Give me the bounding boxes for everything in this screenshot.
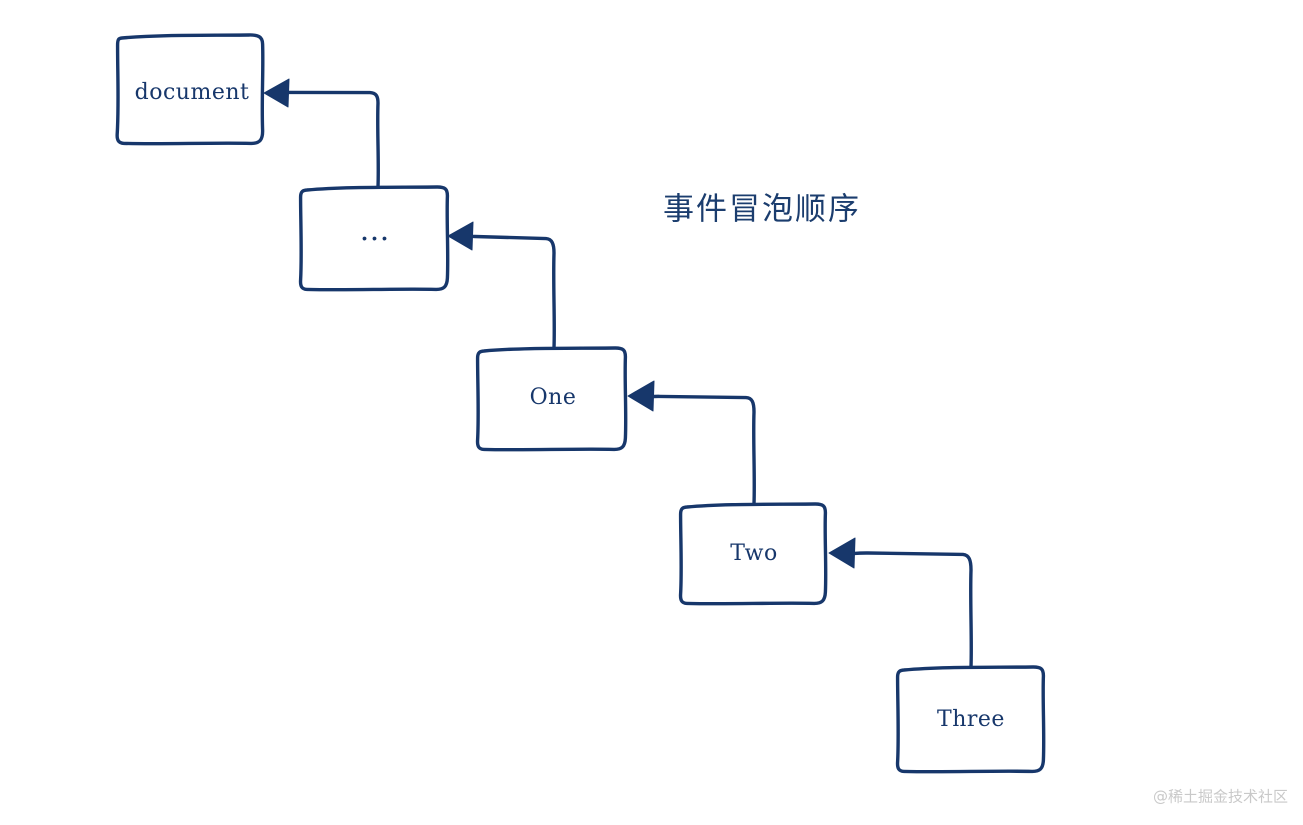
edge-three-to-two-line	[850, 551, 973, 669]
node-ellipsis-outline	[298, 185, 450, 292]
node-three-outline	[895, 665, 1046, 774]
diagram-title: 事件冒泡顺序	[663, 192, 861, 228]
edge-one-to-ellipsis-line	[464, 234, 556, 350]
edge-ellipsis-to-document-line	[279, 90, 380, 189]
edge-three-to-two-arrowhead	[828, 537, 856, 569]
edge-ellipsis-to-document	[263, 78, 380, 189]
node-document[interactable]: document	[115, 33, 265, 146]
node-three-label: Three	[937, 707, 1005, 732]
edge-two-to-one	[627, 380, 756, 506]
node-two-label: Two	[730, 541, 777, 566]
edge-one-to-ellipsis-arrowhead	[447, 221, 474, 251]
edge-two-to-one-line	[646, 394, 756, 506]
node-document-outline	[115, 33, 265, 146]
node-ellipsis-label: …	[360, 213, 393, 248]
edge-ellipsis-to-document-arrowhead	[263, 78, 290, 108]
node-one-label: One	[530, 385, 577, 410]
edge-three-to-two	[828, 537, 973, 669]
node-two[interactable]: Two	[678, 502, 828, 606]
edge-one-to-ellipsis	[447, 221, 556, 350]
node-one[interactable]: One	[475, 346, 628, 452]
node-two-outline	[678, 502, 828, 606]
node-three[interactable]: Three	[895, 665, 1046, 774]
node-document-label: document	[135, 80, 250, 105]
node-ellipsis[interactable]: …	[298, 185, 450, 292]
watermark-label: @稀土掘金技术社区	[1153, 788, 1288, 806]
node-one-outline	[475, 346, 628, 452]
edge-two-to-one-arrowhead	[627, 380, 655, 412]
